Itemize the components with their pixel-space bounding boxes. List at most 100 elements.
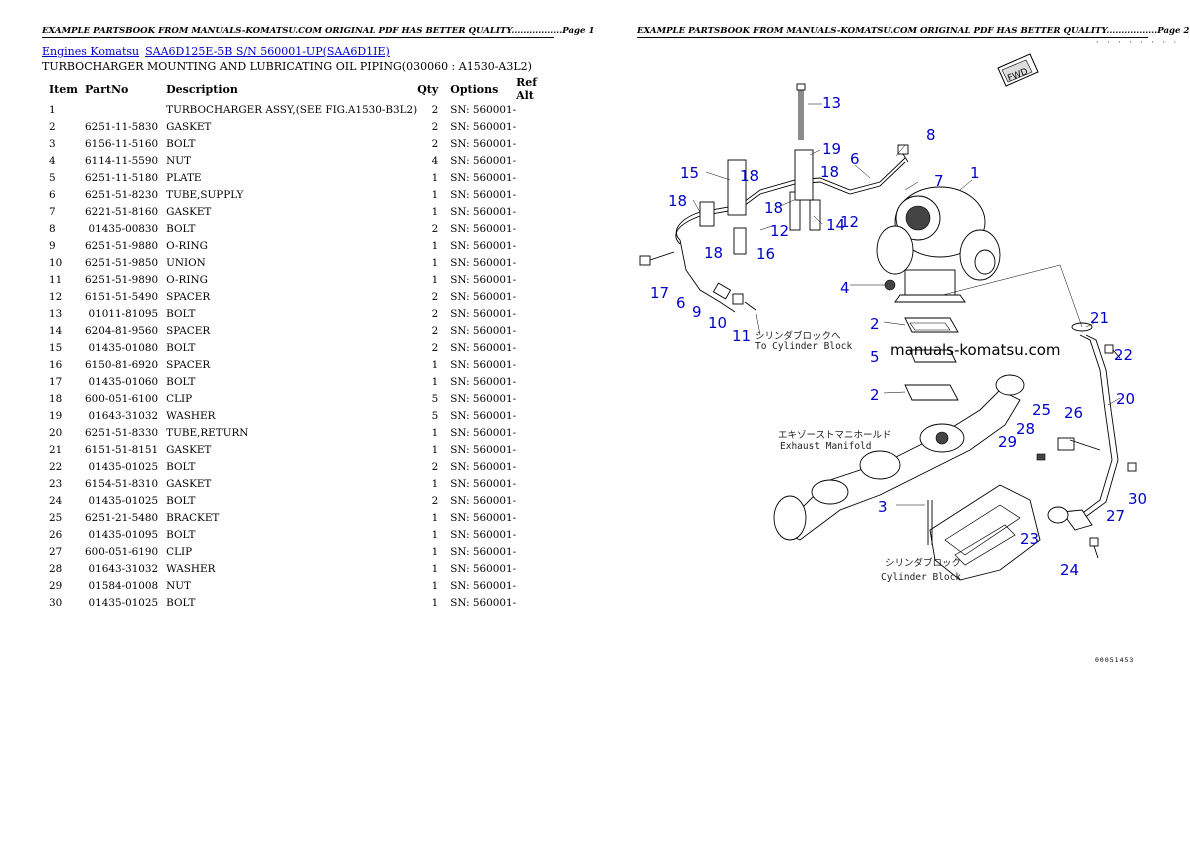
cell-options: SN: 560001- [450,121,517,134]
cell-description: BOLT [166,596,196,609]
note-to-cylinder-block-jp: シリンダブロックへ [755,330,841,342]
cell-item: 2 [49,121,56,134]
cell-ref-alt [516,340,556,357]
cell-options: SN: 560001- [450,104,517,117]
cell-qty: 1 [431,443,439,456]
cell-qty: 1 [431,274,439,287]
cell-ref-alt [516,204,556,221]
cell-ref-alt [516,289,556,306]
cell-options: SN: 560001- [450,291,517,304]
cell-ref-alt [516,119,556,136]
cell-options: SN: 560001- [450,477,517,490]
cell-options: SN: 560001- [450,579,517,592]
cell-item: 12 [49,291,63,304]
cell-partno: 6156-11-5160 [85,138,159,151]
callout-14: 14 [826,216,845,234]
callout-12: 12 [840,213,859,231]
cell-ref-alt [516,170,556,187]
callout-19: 19 [822,140,841,158]
cell-description: BRACKET [166,511,220,524]
nut-4-drawing [884,279,896,291]
cell-item: 21 [49,443,63,456]
cell-qty: 1 [431,511,439,524]
cell-partno: 6251-51-9880 [85,240,159,253]
cell-ref-alt [516,221,556,238]
page-title: TURBOCHARGER MOUNTING AND LUBRICATING OI… [42,60,532,73]
col-header-options: Options [450,82,499,96]
callout-18: 18 [740,167,759,185]
cell-options: SN: 560001- [450,596,517,609]
cell-description: PLATE [166,172,202,185]
cell-partno: 01643-31032 [88,562,159,575]
return-tube-drawing [1079,334,1113,516]
cell-options: SN: 560001- [450,494,517,507]
callout-9: 9 [692,303,702,321]
col-header-ref-alt: Ref Alt [516,76,537,102]
cell-item: 11 [49,274,63,287]
cell-ref-alt [516,407,556,424]
callout-4: 4 [840,279,850,297]
cell-qty: 2 [431,291,439,304]
cell-partno: 01584-01008 [88,579,159,592]
cell-ref-alt [516,187,556,204]
col-header-description: Description [166,82,238,96]
callout-7: 7 [934,172,944,190]
col-header-qty: Qty [417,82,439,96]
cell-partno: 6251-11-5830 [85,121,159,134]
breadcrumb-link-model[interactable]: SAA6D125E-5B S/N 560001-UP(SAA6D1IE) [145,45,390,58]
cell-qty: 1 [431,172,439,185]
bolt-17-drawing [639,251,675,266]
cell-item: 18 [49,392,63,405]
cell-ref-alt [516,441,556,458]
breadcrumb-link-engines[interactable]: Engines Komatsu [42,45,140,58]
cell-partno: 6151-51-5490 [85,291,159,304]
cell-partno: 600-051-6100 [85,392,159,405]
cell-description: O-RING [166,240,208,253]
callout-25: 25 [1032,401,1051,419]
cell-item: 25 [49,511,63,524]
callout-16: 16 [756,245,775,263]
cell-qty: 1 [431,596,439,609]
cell-ref-alt [516,458,556,475]
cell-description: BOLT [166,138,196,151]
cell-item: 1 [49,104,56,117]
cell-ref-alt [516,374,556,391]
cell-description: O-RING [166,274,208,287]
leader-lines [692,103,1121,506]
cell-qty: 1 [431,545,439,558]
cylinder-block-drawing [929,484,1041,581]
cell-partno: 01435-01025 [88,494,159,507]
cell-item: 20 [49,426,63,439]
cell-options: SN: 560001- [450,223,517,236]
table-header-row: Item PartNo Description Qty Options Ref … [42,76,556,102]
cell-options: SN: 560001- [450,155,517,168]
cell-options: SN: 560001- [450,342,517,355]
cell-partno [85,102,166,119]
cell-item: 4 [49,155,56,168]
cell-ref-alt [516,102,556,119]
cell-options: SN: 560001- [450,392,517,405]
note-cylinder-block-en: Cylinder Block [881,572,961,583]
cell-partno: 600-051-6190 [85,545,159,558]
note-cylinder-block-jp: シリンダブロック [885,557,961,569]
cell-options: SN: 560001- [450,240,517,253]
callout-24: 24 [1060,561,1079,579]
col-header-item: Item [49,82,78,96]
cell-ref-alt [516,357,556,374]
callout-26: 26 [1064,404,1083,422]
cell-options: SN: 560001- [450,206,517,219]
exploded-parts-diagram: FWD [639,53,1147,583]
